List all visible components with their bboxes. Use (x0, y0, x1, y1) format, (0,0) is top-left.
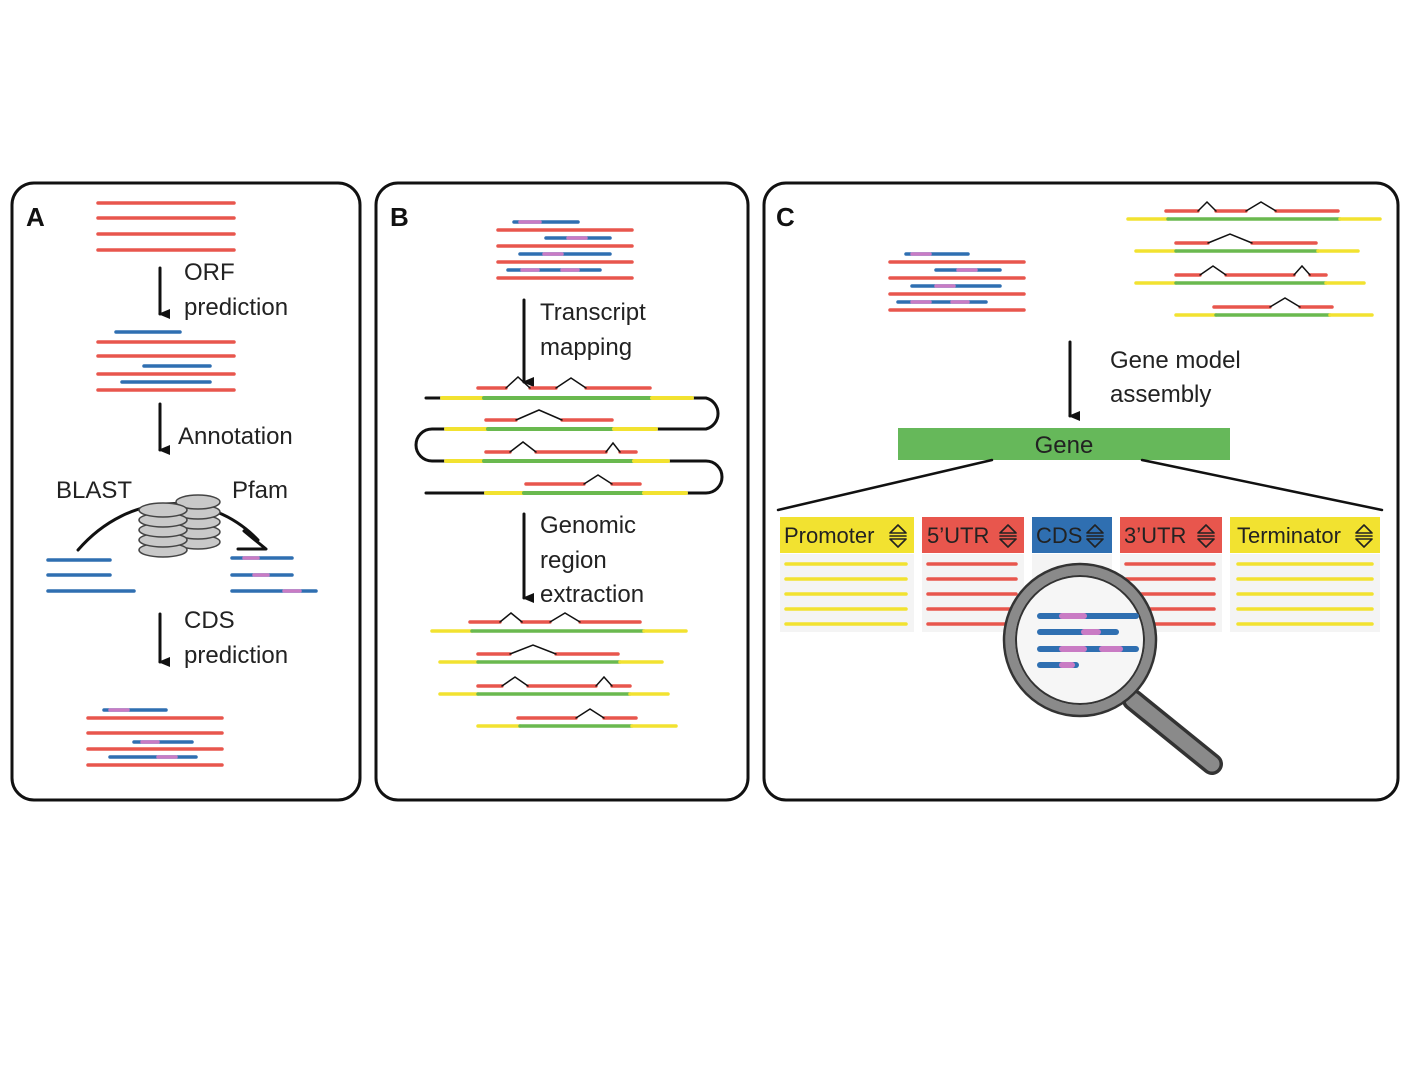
genome-strand (414, 396, 724, 495)
panel-c-frame (762, 181, 1400, 802)
panel-a-letter: A (26, 202, 45, 232)
panel-a: ORF prediction Annotation BLAST Pfam (46, 201, 318, 767)
sort-up-down-icon[interactable] (1197, 524, 1215, 548)
transcript-set-1 (96, 201, 236, 252)
orf-unannotated (46, 558, 136, 593)
column-header-3utr[interactable]: 3’UTR (1120, 517, 1222, 553)
column-header-5utr[interactable]: 5’UTR (922, 517, 1024, 553)
extracted-regions (430, 612, 688, 728)
label-orf: ORF (184, 259, 235, 286)
header-3utr-label: 3’UTR (1124, 523, 1186, 548)
panel-a-frame (10, 181, 362, 802)
cds-set-c (888, 252, 1026, 312)
sort-up-down-icon[interactable] (1355, 524, 1373, 548)
label-region: region (540, 547, 607, 574)
magnifying-glass-icon (1002, 562, 1223, 775)
label-orf-prediction: prediction (184, 294, 288, 321)
label-pfam: Pfam (232, 477, 288, 504)
panel-c: Gene model assembly Gene Promoter 5’UTR … (776, 200, 1384, 775)
orf-set (96, 330, 236, 392)
cds-set (86, 708, 224, 767)
label-cds-prediction: prediction (184, 642, 288, 669)
label-transcript: Transcript (540, 299, 646, 326)
label-mapping: mapping (540, 334, 632, 361)
terminator-rows (1236, 562, 1374, 626)
promoter-rows (784, 562, 908, 626)
magnified-cds (1037, 613, 1139, 668)
label-gene-model: Gene model (1110, 347, 1241, 374)
label-assembly: assembly (1110, 381, 1211, 408)
zoom-line-left (776, 458, 994, 512)
column-header-cds[interactable]: CDS (1032, 517, 1112, 553)
utr5-rows (926, 562, 1018, 626)
header-promoter-label: Promoter (784, 523, 874, 548)
label-genomic: Genomic (540, 512, 636, 539)
header-terminator-label: Terminator (1237, 523, 1341, 548)
sort-up-down-icon[interactable] (1086, 524, 1104, 548)
sort-up-down-icon[interactable] (889, 524, 907, 548)
panel-b: Transcript mapping (414, 220, 724, 728)
orf-annotated (230, 556, 318, 593)
database-disks-icon (138, 494, 221, 558)
column-header-terminator[interactable]: Terminator (1230, 517, 1380, 553)
panel-b-letter: B (390, 202, 409, 232)
column-header-promoter[interactable]: Promoter (780, 517, 914, 553)
label-cds: CDS (184, 607, 235, 634)
label-extraction: extraction (540, 581, 644, 608)
mapped-genes (440, 396, 694, 495)
panel-c-letter: C (776, 202, 795, 232)
mapped-transcripts (476, 375, 652, 486)
label-blast: BLAST (56, 477, 132, 504)
cds-set-b (496, 220, 634, 280)
gene-label: Gene (1035, 432, 1094, 459)
extracted-regions-c (1126, 200, 1382, 317)
label-annotation: Annotation (178, 423, 293, 450)
zoom-line-right (1140, 458, 1384, 512)
header-cds-label: CDS (1036, 523, 1082, 548)
header-5utr-label: 5’UTR (927, 523, 989, 548)
sort-up-down-icon[interactable] (999, 524, 1017, 548)
gene-bar (898, 428, 1230, 460)
